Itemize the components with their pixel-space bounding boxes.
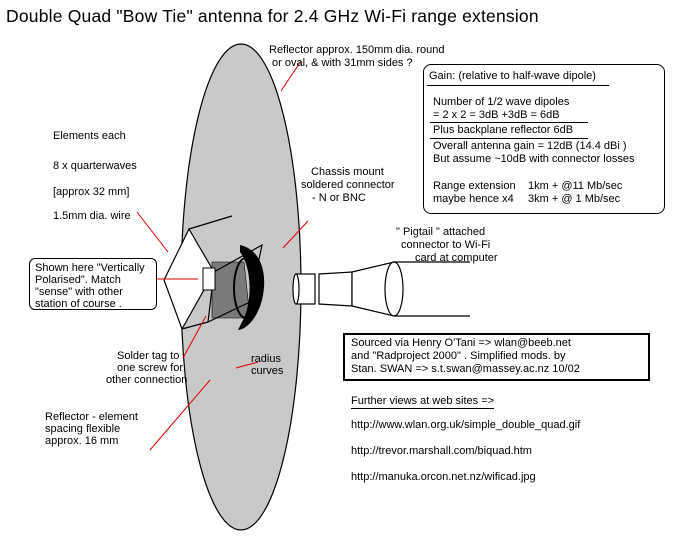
gain-line1: Number of 1/2 wave dipoles bbox=[433, 96, 570, 108]
spacing-line1: Reflector - element bbox=[45, 411, 138, 423]
radius-line1: radius bbox=[251, 353, 281, 365]
source-box bbox=[343, 333, 650, 381]
spacing-line2: spacing flexible bbox=[45, 423, 121, 435]
gain-rule2 bbox=[430, 138, 588, 139]
leader-lines bbox=[136, 60, 309, 451]
solder-line3: other connection bbox=[106, 374, 188, 386]
source-line3: Stan. SWAN => s.t.swan@massey.ac.nz 10/0… bbox=[351, 363, 580, 375]
gain-rule1 bbox=[430, 122, 588, 123]
range-value2: 3km + @ 1 Mb/sec bbox=[528, 193, 621, 205]
shown-line3: "sense" with other bbox=[35, 286, 123, 298]
elements-line1: Elements each bbox=[53, 130, 126, 142]
shown-line1: Shown here "Vertically bbox=[35, 262, 145, 274]
range-label1: Range extension bbox=[433, 180, 516, 192]
range-label2: maybe hence x4 bbox=[433, 193, 514, 205]
gain-heading: Gain: (relative to half-wave dipole) bbox=[429, 70, 596, 82]
reflector-note-line1: Reflector approx. 150mm dia. round bbox=[269, 44, 445, 56]
pigtail-line1: " Pigtail " attached bbox=[396, 226, 486, 238]
page-title: Double Quad "Bow Tie" antenna for 2.4 GH… bbox=[6, 6, 539, 26]
shown-line2: Polarised". Match bbox=[35, 274, 121, 286]
range-value1: 1km + @11 Mb/sec bbox=[528, 180, 623, 192]
pigtail-line2: connector to Wi-Fi bbox=[401, 239, 491, 251]
chassis-line2: soldered connector bbox=[301, 179, 395, 191]
solder-line1: Solder tag to bbox=[117, 350, 180, 362]
polarisation-note-box bbox=[29, 258, 157, 310]
connector-flange bbox=[233, 257, 259, 319]
chassis-line3: - N or BNC bbox=[312, 192, 366, 204]
pigtail-line3: card at computer bbox=[415, 252, 498, 264]
source-line1: Sourced via Henry O'Tani => wlan@beeb.ne… bbox=[351, 337, 571, 349]
elements-line3: [approx 32 mm] bbox=[53, 186, 130, 198]
elements-line4: 1.5mm dia. wire bbox=[53, 210, 131, 222]
radius-line2: curves bbox=[251, 365, 284, 377]
web-link-3[interactable]: http://manuka.orcon.net.nz/wificad.jpg bbox=[351, 471, 536, 483]
spacing-line3: approx. 16 mm bbox=[45, 435, 119, 447]
shown-line4: station of course . bbox=[35, 298, 122, 310]
reflector-note-line2: or oval, & with 31mm sides ? bbox=[272, 57, 413, 69]
web-link-2[interactable]: http://trevor.marshall.com/biquad.htm bbox=[351, 445, 532, 457]
further-views-heading: Further views at web sites => bbox=[351, 395, 495, 409]
source-line2: and "Radproject 2000" . Simplified mods.… bbox=[351, 350, 566, 362]
solder-tag bbox=[202, 267, 216, 291]
gain-line2: = 2 x 2 = 3dB +3dB = 6dB bbox=[433, 109, 560, 121]
solder-line2: one screw for bbox=[117, 362, 184, 374]
web-link-1[interactable]: http://www.wlan.org.uk/simple_double_qua… bbox=[351, 419, 581, 431]
gain-line5: But assume ~10dB with connector losses bbox=[433, 153, 635, 165]
gain-box bbox=[423, 64, 665, 214]
gain-heading-rule bbox=[427, 85, 609, 86]
pigtail-connector bbox=[292, 261, 470, 317]
chassis-line1: Chassis mount bbox=[311, 166, 384, 178]
gain-line4: Overall antenna gain = 12dB (14.4 dBi ) bbox=[433, 140, 627, 152]
elements-line2: 8 x quarterwaves bbox=[53, 160, 137, 172]
gain-line3: Plus backplane reflector 6dB bbox=[433, 124, 574, 136]
